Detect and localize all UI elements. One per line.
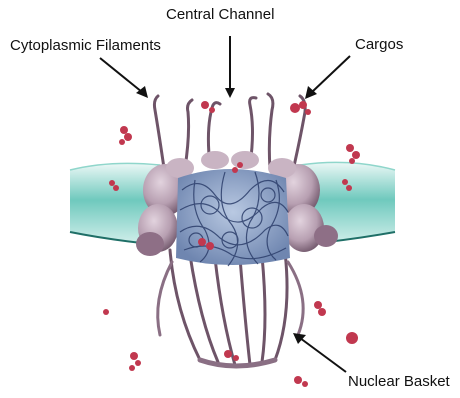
cargos-label: Cargos — [355, 36, 403, 54]
arrow-cytoplasmic-filaments — [100, 58, 148, 98]
cytoplasmic-filaments-label: Cytoplasmic Filaments — [10, 37, 161, 55]
arrow-cargos — [305, 56, 350, 99]
nuclear-basket-label: Nuclear Basket — [348, 373, 450, 391]
central-channel-label: Central Channel — [166, 6, 274, 24]
pore-complex-top — [201, 151, 259, 169]
arrow-nuclear-basket — [293, 333, 346, 372]
arrow-central-channel — [225, 36, 235, 98]
nuclear-basket — [158, 250, 303, 366]
central-channel-mesh — [176, 169, 290, 266]
